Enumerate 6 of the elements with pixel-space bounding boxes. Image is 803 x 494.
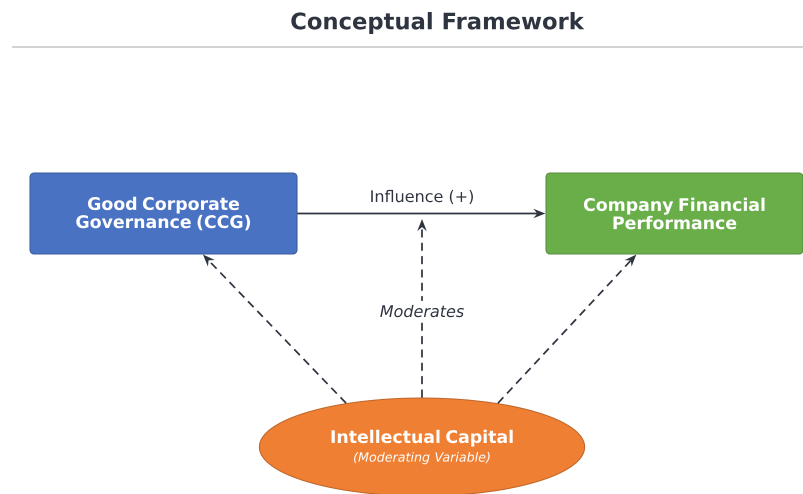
title: Conceptual Framework <box>291 12 584 34</box>
ellipse-node: Intellectual Capital (Moderating Variable) <box>258 397 586 494</box>
edge-label: Moderates <box>376 300 468 322</box>
edge-label: Influence (+) <box>371 190 473 204</box>
process-box: Company Financial Performance <box>545 172 803 255</box>
process-box: Good Corporate Governance (CCG) <box>29 172 298 255</box>
